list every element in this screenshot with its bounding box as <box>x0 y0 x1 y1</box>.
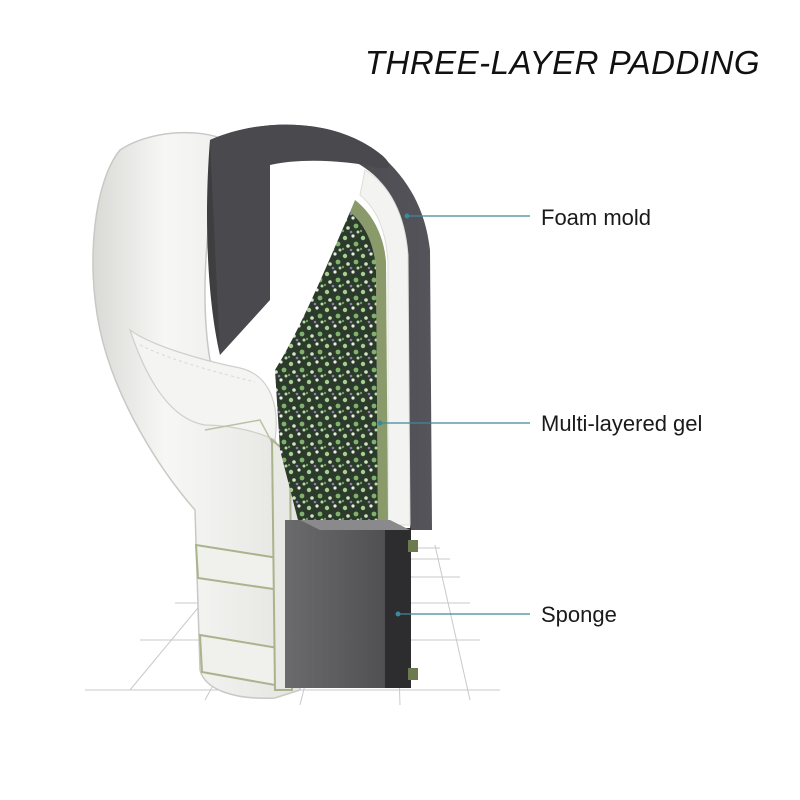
foam-mold-layer <box>359 169 411 526</box>
foam-mold-label: Foam mold <box>541 205 652 230</box>
page-title: THREE-LAYER PADDING <box>364 44 760 81</box>
sponge-callout-dot <box>395 611 401 617</box>
foam-callout-dot <box>404 213 410 219</box>
gel-liner <box>350 200 388 525</box>
callout-lines <box>377 213 530 617</box>
gel-callout-dot <box>377 420 383 426</box>
sponge-label: Sponge <box>541 602 617 627</box>
sponge-layer <box>285 520 418 688</box>
multi-layered-gel-layer <box>275 212 378 528</box>
multi-layered-gel-label: Multi-layered gel <box>541 411 703 436</box>
glove-outer-shell <box>207 124 432 530</box>
glove-leather-body <box>92 131 301 699</box>
